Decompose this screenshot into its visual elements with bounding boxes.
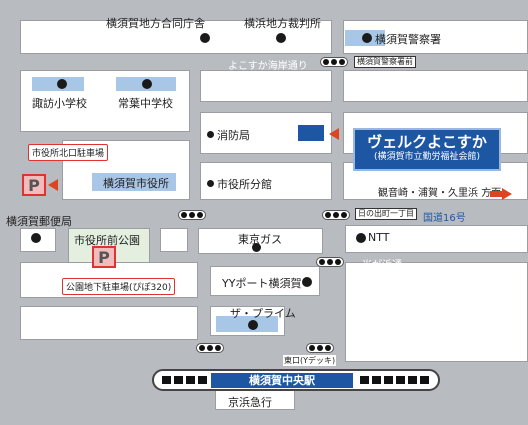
- venue-footprint: [298, 125, 324, 141]
- label-the-prime: ザ・プライム: [230, 307, 296, 320]
- label-suwa-school: 諏訪小学校: [32, 97, 87, 110]
- building-dot: [356, 233, 366, 243]
- label-ntt: NTT: [368, 231, 390, 244]
- label-yy-port: YYポート横須賀: [222, 277, 302, 290]
- building-footprint: [92, 173, 176, 191]
- traffic-signal: [322, 210, 350, 220]
- venue-pointer-icon: [329, 128, 339, 140]
- block: [345, 225, 528, 253]
- block: [210, 266, 320, 296]
- label-post-office: 横須賀郵便局: [6, 215, 72, 228]
- crossing-hinode-1chome: 日の出町一丁目: [355, 208, 417, 220]
- traffic-signal: [306, 343, 334, 353]
- station-name: 横須賀中央駅: [211, 373, 353, 388]
- block: [343, 70, 528, 102]
- traffic-signal: [316, 257, 344, 267]
- parking-pointer-icon: [48, 179, 58, 191]
- parking-north-label: 市役所北口駐車場: [28, 144, 109, 161]
- block: [200, 162, 332, 200]
- building-dot: [207, 180, 214, 187]
- label-tokyo-gas: 東京ガス: [238, 233, 282, 246]
- road-label-yokosuka-kaigan: よこすか海岸通り: [228, 61, 308, 72]
- venue-subtitle: (横須賀市立勤労福祉会館): [373, 152, 481, 162]
- building-dot: [200, 33, 210, 43]
- rail-track-left: [162, 376, 207, 384]
- road-label-beisu-hama: 米が浜通: [362, 260, 402, 271]
- building-dot: [207, 131, 214, 138]
- parking-icon: P: [22, 174, 46, 196]
- road-label-route16: 国道16号: [423, 213, 466, 224]
- block: [200, 70, 332, 102]
- building-dot: [31, 233, 41, 243]
- traffic-signal: [196, 343, 224, 353]
- rail-line-label: 京浜急行: [228, 396, 272, 409]
- building-dot: [57, 79, 67, 89]
- label-gov-office: 横須賀地方合同庁舎: [106, 17, 205, 30]
- label-city-hall: 横須賀市役所: [103, 177, 169, 190]
- label-fire-station: 消防局: [217, 129, 250, 142]
- building-dot: [276, 33, 286, 43]
- parking-icon: P: [92, 246, 116, 268]
- crossing-police-front: 横須賀警察署前: [354, 56, 416, 68]
- parking-icon-letter: P: [98, 247, 110, 267]
- building-dot: [142, 79, 152, 89]
- label-park: 市役所前公園: [74, 234, 140, 247]
- block: [345, 262, 528, 362]
- building-footprint: [216, 316, 278, 332]
- block: [20, 306, 198, 340]
- label-police: 横須賀警察署: [375, 33, 441, 46]
- building-dot: [248, 320, 258, 330]
- venue-name: ヴェルクよこすか: [367, 133, 487, 151]
- block: [160, 228, 188, 252]
- traffic-signal: [178, 210, 206, 220]
- parking-underground-label: 公園地下駐車場(ぴぽ320): [62, 278, 176, 295]
- label-city-annex: 市役所分館: [217, 178, 272, 191]
- parking-icon-letter: P: [28, 175, 40, 195]
- station-exit-label: 東口(Yデッキ): [283, 355, 337, 366]
- rail-track-right: [360, 376, 429, 384]
- label-tokiwa-school: 常葉中学校: [118, 97, 173, 110]
- station-marker[interactable]: 横須賀中央駅: [152, 369, 440, 391]
- block: [198, 228, 323, 254]
- building-dot: [302, 277, 312, 287]
- direction-arrow-icon: [490, 185, 512, 200]
- direction-label: 観音崎・浦賀・久里浜 方面: [378, 188, 502, 199]
- building-dot: [362, 33, 372, 43]
- label-district-court: 横浜地方裁判所: [244, 17, 321, 30]
- venue-callout[interactable]: ヴェルクよこすか (横須賀市立勤労福祉会館): [353, 128, 501, 171]
- traffic-signal: [320, 57, 348, 67]
- building-dot: [252, 243, 261, 252]
